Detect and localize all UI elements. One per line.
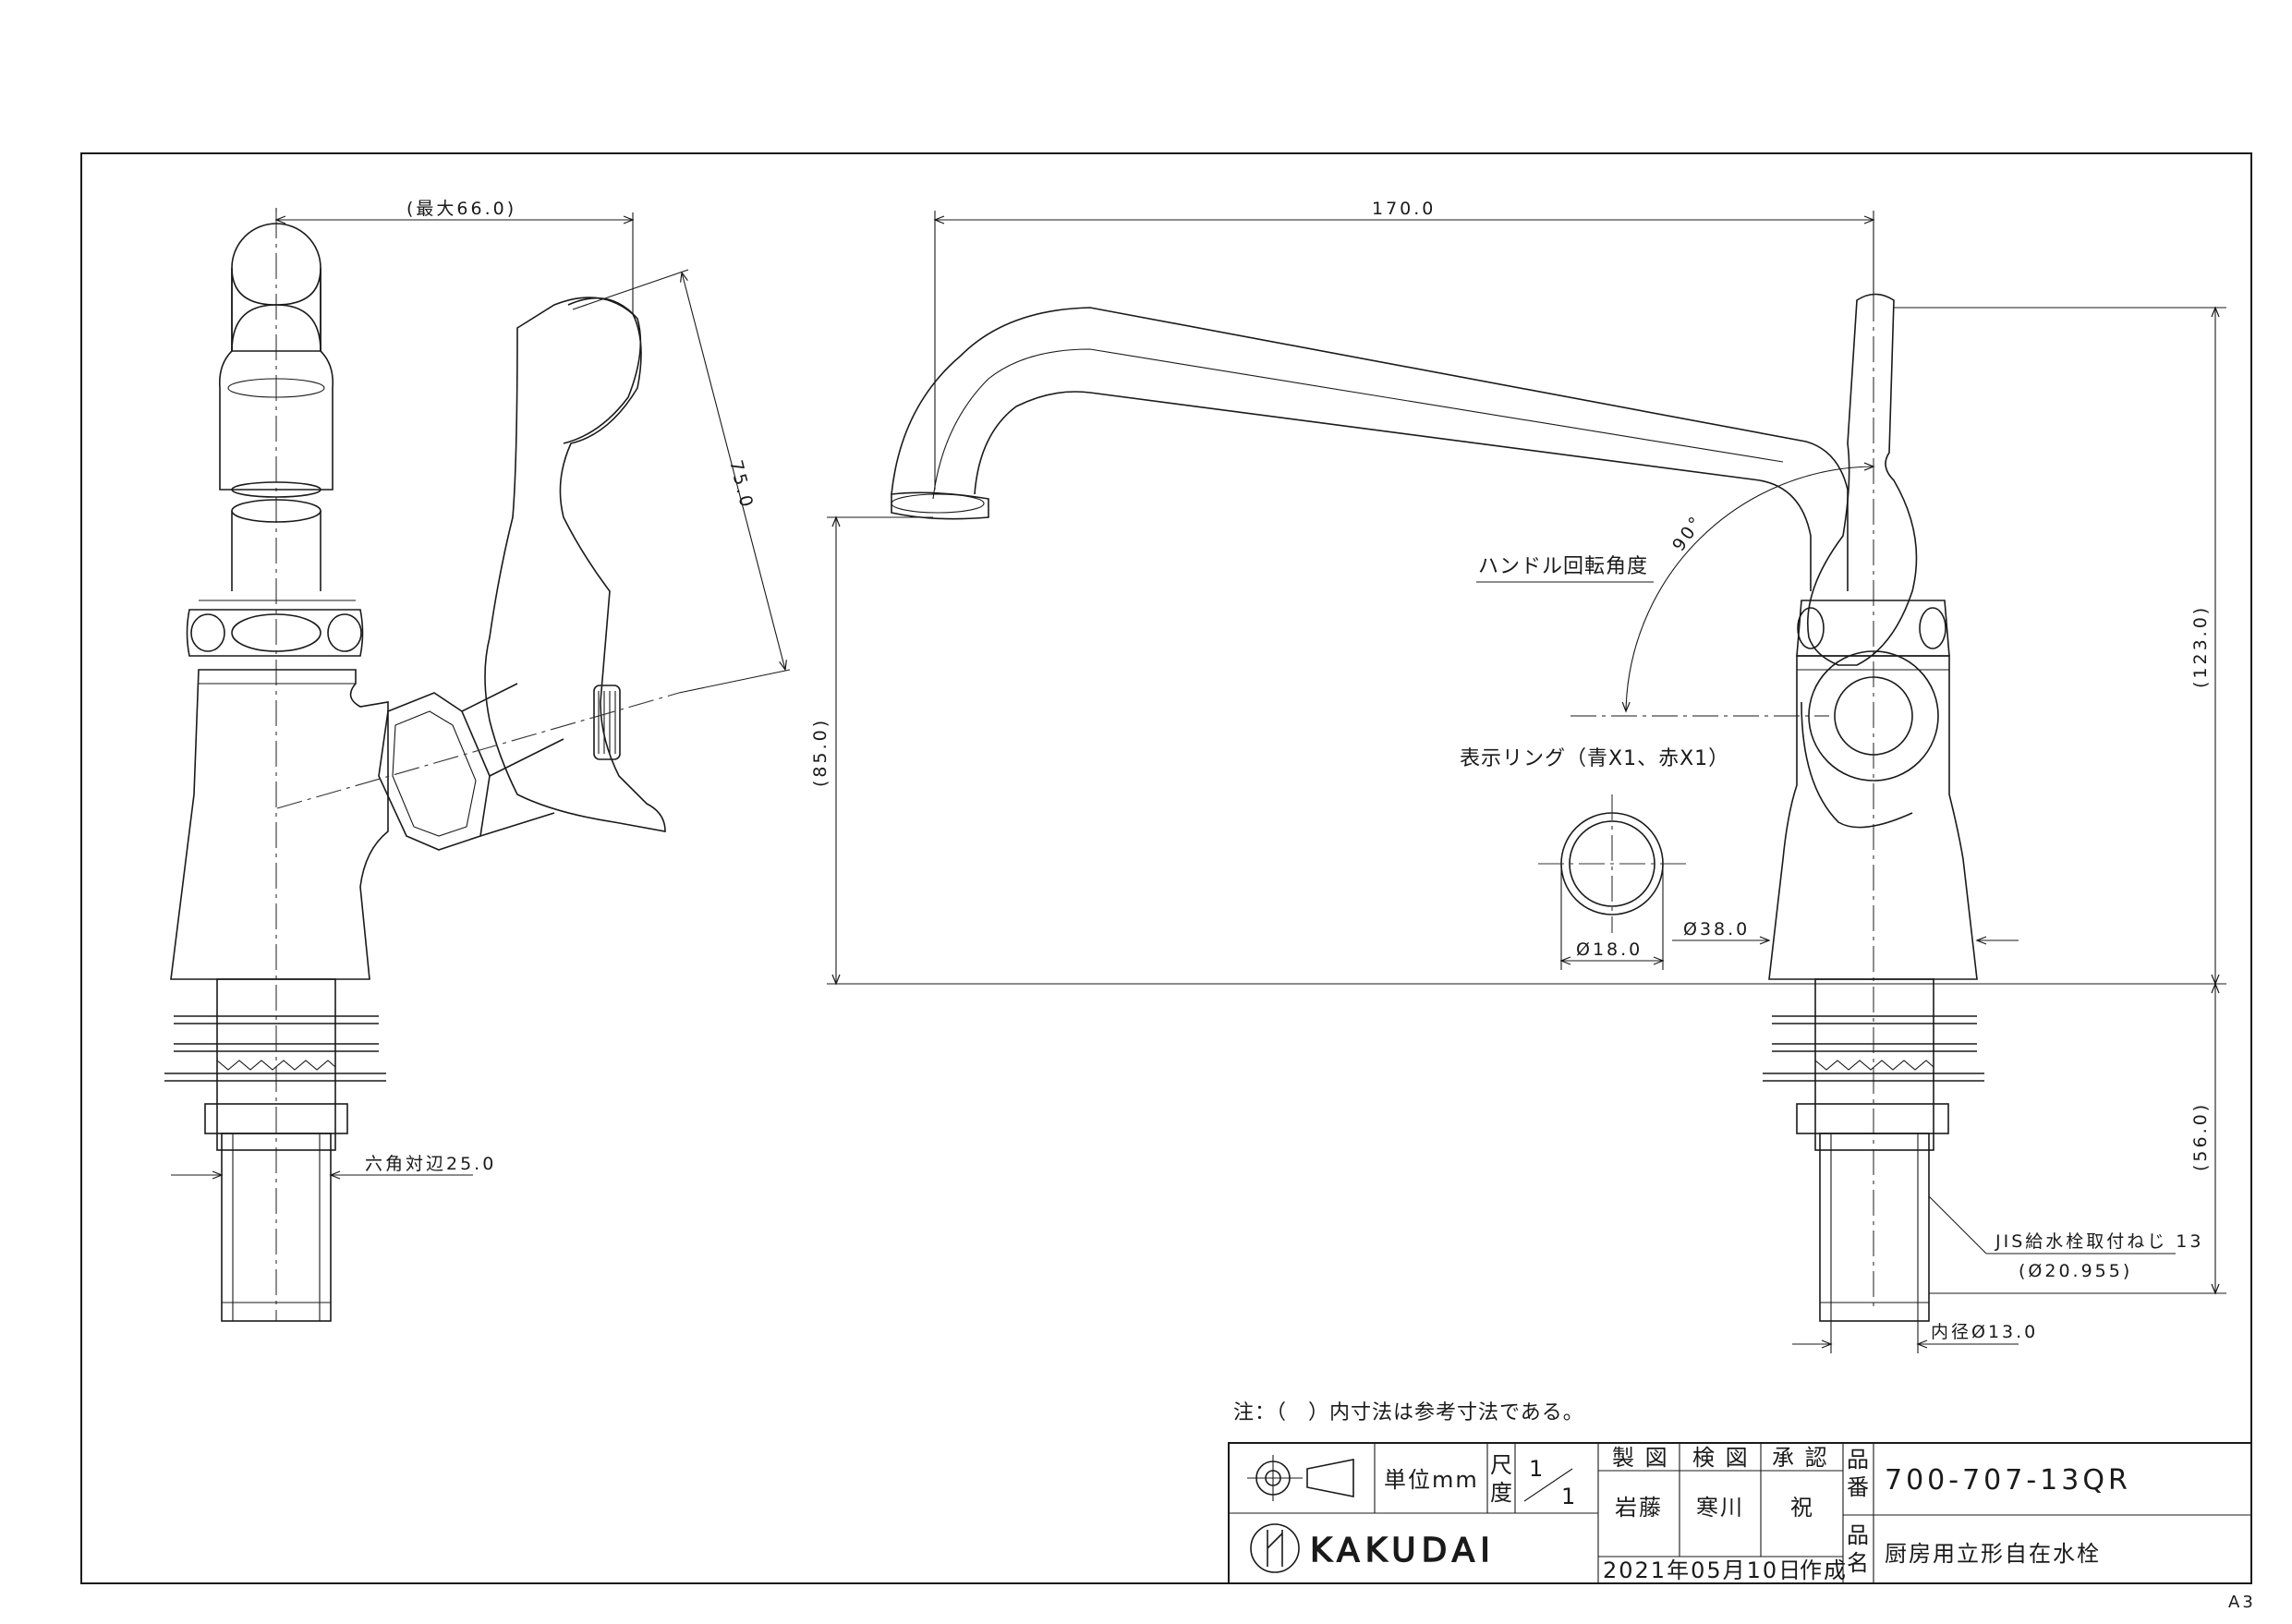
projection-symbol-icon [1247, 1455, 1354, 1501]
part-number: 700-707-13QR [1885, 1464, 2131, 1497]
creation-date-suffix: 作成 [1800, 1557, 1848, 1583]
approved-by: 祝 [1790, 1495, 1814, 1521]
name-label-2: 名 [1847, 1550, 1871, 1576]
dim-base-diameter: Ø38.0 [1683, 919, 1750, 939]
front-view: Ø18.0 表示リング（青X1、赤X1） 170.0 (85.0) (123.0… [810, 199, 2226, 1353]
side-view: (最大66.0) 75.0 六角対辺25.0 [164, 199, 791, 1322]
unit-label: 単位mm [1384, 1467, 1479, 1493]
scale-label-1: 尺 [1490, 1452, 1514, 1478]
dim-spout-height: (85.0) [810, 718, 831, 787]
logo-text: KAKUDAI [1310, 1532, 1496, 1569]
title-block: 単位mm 尺 度 1 1 製 図 検 図 承 認 岩藤 寒川 祝 2021年05… [1228, 1442, 2252, 1584]
kakudai-logo-icon: KAKUDAI [1250, 1523, 1496, 1573]
dim-shank-length: (56.0) [2190, 1102, 2211, 1171]
scale-label-2: 度 [1490, 1480, 1514, 1506]
drafted-label: 製 図 [1612, 1445, 1669, 1471]
scale-numerator: 1 [1529, 1456, 1545, 1482]
name-label-1: 品 [1847, 1522, 1871, 1548]
dim-overall-height: (123.0) [2190, 605, 2211, 688]
creation-date: 2021年05月10日 [1603, 1557, 1802, 1583]
label-handle-rotation: ハンドル回転角度 [1478, 555, 1648, 578]
checked-by: 寒川 [1696, 1495, 1744, 1521]
scale-denominator: 1 [1561, 1484, 1577, 1509]
part-no-label-1: 品 [1847, 1447, 1871, 1473]
product-name: 厨房用立形自在水栓 [1885, 1541, 2101, 1567]
part-no-label-2: 番 [1847, 1474, 1871, 1500]
sheet-size-label: A3 [2228, 1593, 2256, 1612]
drawing-frame [80, 152, 2252, 1584]
dim-max-width: (最大66.0) [406, 199, 516, 219]
dim-hex: 六角対辺25.0 [365, 1154, 496, 1174]
label-thread-sub: (Ø20.955) [2019, 1261, 2132, 1281]
label-indicator-ring: 表示リング（青X1、赤X1） [1460, 747, 1729, 770]
dim-handle-length: 75.0 [725, 458, 757, 512]
drafted-by: 岩藤 [1615, 1495, 1663, 1521]
dim-inner-diameter: 内径Ø13.0 [1931, 1322, 2038, 1342]
note-reference-dims: 注：（ ）内寸法は参考寸法である。 [1233, 1401, 1584, 1424]
checked-label: 検 図 [1692, 1445, 1750, 1471]
dim-angle: 90° [1668, 511, 1708, 555]
approved-label: 承 認 [1772, 1445, 1829, 1471]
label-thread: JIS給水栓取付ねじ 13 [1995, 1231, 2203, 1252]
dim-ring-diameter: Ø18.0 [1576, 939, 1643, 960]
dim-spout-length: 170.0 [1372, 199, 1436, 219]
